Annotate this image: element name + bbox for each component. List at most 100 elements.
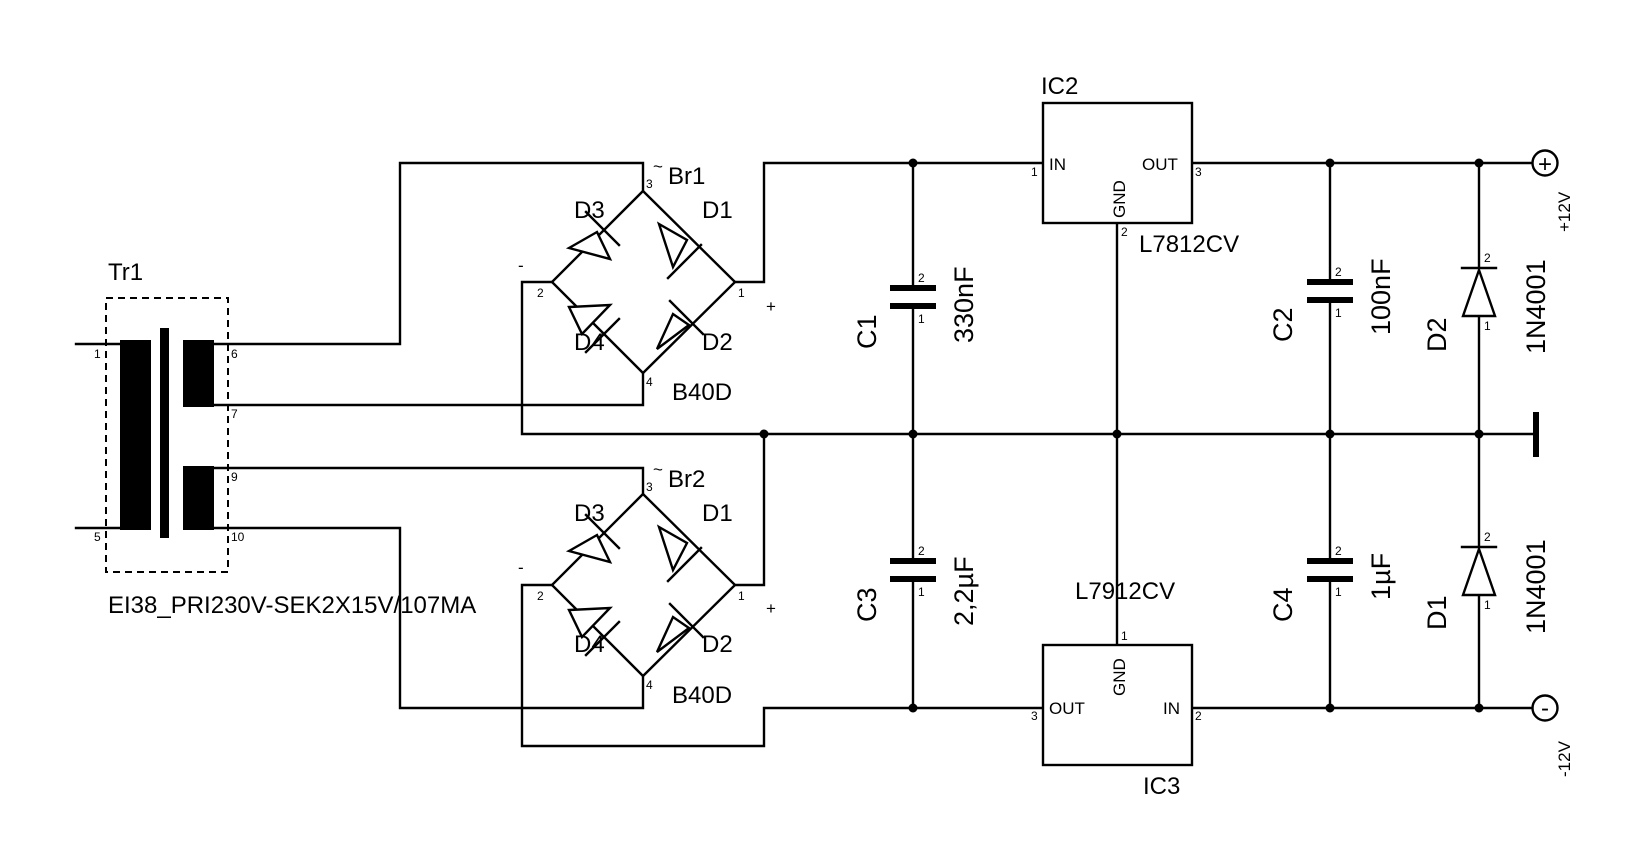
diode-symbol [656, 524, 689, 574]
pin-number: 2 [1195, 709, 1202, 723]
regulator-ref: IC3 [1143, 773, 1180, 800]
regulator-gnd-label: GND [1110, 180, 1129, 218]
junction-dot [1474, 158, 1484, 168]
regulator-out-label: OUT [1049, 699, 1085, 718]
pin-number: 4 [646, 375, 653, 389]
output-ground [1533, 412, 1539, 457]
transformer-value: EI38_PRI230V-SEK2X15V/107MA [108, 592, 476, 619]
capacitor-value: 100nF [1366, 258, 1396, 335]
regulator-ic2: IC2 L7812CV IN OUT GND 1 3 2 [1031, 73, 1239, 258]
pin-number: 1 [1031, 165, 1038, 179]
pin-number: 2 [918, 544, 925, 558]
diode-ref: D1 [702, 500, 733, 527]
diode-symbol [1461, 545, 1497, 597]
pin-number: 1 [1484, 598, 1491, 612]
bridge-ref: Br2 [668, 466, 705, 493]
pin-number: 1 [738, 286, 745, 300]
bridge-rectifier-br2: ~ Br2 D3 D1 D4 D2 B40D - + 3 2 1 4 [518, 460, 776, 709]
transformer-ref: Tr1 [108, 259, 143, 286]
diode-ref: D1 [702, 197, 733, 224]
diode-symbol [565, 230, 613, 261]
capacitor-c1: 2 1 C1 330nF [852, 266, 979, 349]
junction-dot [759, 429, 769, 439]
diode-ref: D2 [1422, 317, 1452, 352]
regulator-value: L7912CV [1075, 578, 1175, 605]
junction-dot [908, 429, 918, 439]
capacitor-value: 2,2µF [949, 556, 979, 626]
transformer-secondary-winding-2 [183, 466, 214, 530]
regulator-in-label: IN [1163, 699, 1180, 718]
diode-ref: D2 [702, 631, 733, 658]
pin-number: 2 [1121, 225, 1128, 239]
junction-dot [1325, 703, 1335, 713]
junction-dot [1112, 429, 1122, 439]
diode-ref: D4 [574, 329, 605, 356]
junction-dot [1474, 703, 1484, 713]
pin-number: 3 [646, 480, 653, 494]
regulator-ref: IC2 [1041, 73, 1078, 100]
protection-diode-d1: 2 1 D1 1N4001 [1422, 530, 1551, 634]
capacitor-plate [890, 576, 936, 582]
terminal-symbol: + [1538, 151, 1552, 178]
junction-dot [1325, 158, 1335, 168]
regulator-in-label: IN [1049, 155, 1066, 174]
bridge-minus: - [518, 558, 524, 577]
diode-symbol [655, 615, 692, 653]
regulator-ic3: IC3 L7912CV IN OUT GND 2 3 1 [1031, 578, 1202, 800]
pin-number: 3 [646, 177, 653, 191]
pin-number: 1 [1484, 319, 1491, 333]
diode-ref: D3 [574, 500, 605, 527]
output-negative: - -12V [1531, 694, 1574, 777]
pin-number: 1 [1335, 585, 1342, 599]
capacitor-ref: C2 [1268, 307, 1298, 342]
pin-number: 2 [1335, 544, 1342, 558]
regulator-out-label: OUT [1142, 155, 1178, 174]
diode-ref: D2 [702, 329, 733, 356]
pin-number: 2 [918, 271, 925, 285]
terminal-symbol: - [1541, 695, 1549, 722]
diode-value: 1N4001 [1521, 539, 1551, 634]
junction-dot [1474, 429, 1484, 439]
pin-number: 1 [1335, 306, 1342, 320]
pin-number: 2 [1484, 530, 1491, 544]
diode-symbol [656, 221, 689, 271]
transformer-core [160, 328, 169, 538]
bridge-tilde: ~ [653, 157, 663, 176]
bridge-minus: - [518, 256, 524, 275]
junction-dot [908, 703, 918, 713]
diode-symbol [1461, 266, 1497, 318]
pin-number: 2 [1335, 265, 1342, 279]
capacitor-c2: 2 1 C2 100nF [1268, 258, 1396, 342]
pin-number: 5 [94, 530, 101, 544]
transformer-outline [105, 297, 229, 573]
diode-ref: D3 [574, 197, 605, 224]
pin-number: 2 [1484, 251, 1491, 265]
terminal-label: -12V [1555, 740, 1574, 777]
pin-number: 1 [918, 585, 925, 599]
capacitor-plate [1307, 558, 1353, 564]
capacitor-plate [1307, 576, 1353, 582]
capacitor-plate [890, 558, 936, 564]
pin-number: 4 [646, 678, 653, 692]
bridge-ref: Br1 [668, 163, 705, 190]
transformer-tr1: Tr1 EI38_PRI230V-SEK2X15V/107MA 1 5 6 7 … [94, 259, 476, 619]
diode-ref: D1 [1422, 595, 1452, 630]
pin-number: 10 [231, 530, 245, 544]
wires [74, 161, 1537, 748]
bridge-plus: + [766, 599, 776, 618]
capacitor-c3: 2 1 C3 2,2µF [852, 544, 979, 626]
bridge-value: B40D [672, 379, 732, 406]
terminal-circle [1531, 694, 1559, 722]
bridge-rectifier-br1: ~ Br1 D3 D1 D4 D2 B40D - + 3 2 1 4 [518, 157, 776, 406]
capacitor-value: 1µF [1366, 553, 1396, 600]
capacitor-plate [1307, 279, 1353, 285]
terminal-label: +12V [1555, 191, 1574, 232]
bridge-value: B40D [672, 682, 732, 709]
protection-diode-d2: 2 1 D2 1N4001 [1422, 251, 1551, 354]
pin-number: 2 [537, 286, 544, 300]
bridge-tilde: ~ [653, 460, 663, 479]
pin-number: 1 [738, 589, 745, 603]
junction-dot [1325, 429, 1335, 439]
diode-ref: D4 [574, 631, 605, 658]
